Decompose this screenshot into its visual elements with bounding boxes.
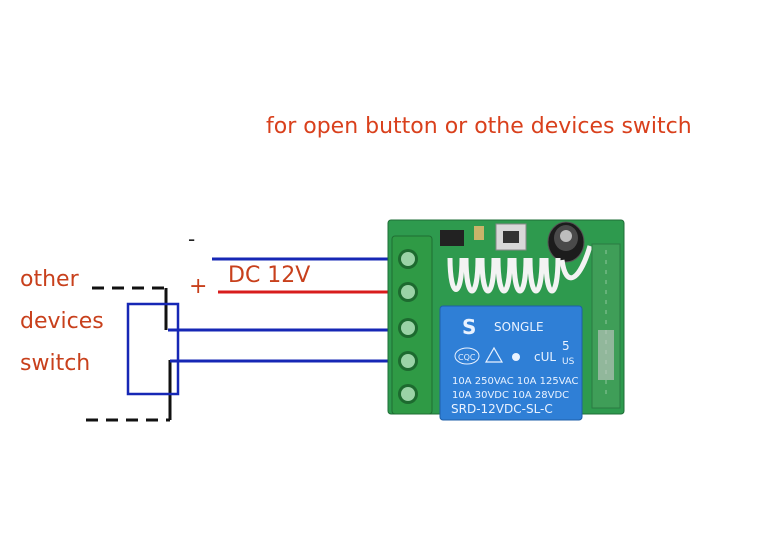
chip [440,230,464,246]
relay-rating-1: 10A 250VAC 10A 125VAC [452,376,579,387]
label-other: other [20,267,80,292]
ul-mark-icon: cUL [534,350,556,364]
relay-logo-icon: S [462,315,476,339]
warning-triangle-icon [484,346,504,363]
external-switch [86,286,172,422]
power-minus-sign: - [188,227,195,251]
antenna-coil [447,245,593,294]
relay-model: SRD-12VDC-SL-C [451,402,553,416]
relay-pin-count: 5 [562,339,570,353]
diagram-caption: for open button or othe devices switch [266,114,692,139]
relay-cert-cqc: CQC [458,353,476,362]
power-plus-sign: + [189,274,207,299]
relay-brand: SONGLE [494,320,544,334]
power-label: DC 12V [228,263,310,288]
label-switch: switch [20,351,90,376]
label-devices: devices [20,309,104,334]
relay-module: S SONGLE 5 CQC cUL US 10A 250VAC 10A 125… [387,219,625,421]
switch-box [126,302,180,396]
small-component [474,226,484,240]
terminal-screws [398,249,418,404]
relay-cert-us: US [562,357,575,367]
relay-rating-2: 10A 30VDC 10A 28VDC [452,390,569,401]
relay: S SONGLE 5 CQC cUL US 10A 250VAC 10A 125… [439,305,583,421]
relay-body [439,305,583,421]
